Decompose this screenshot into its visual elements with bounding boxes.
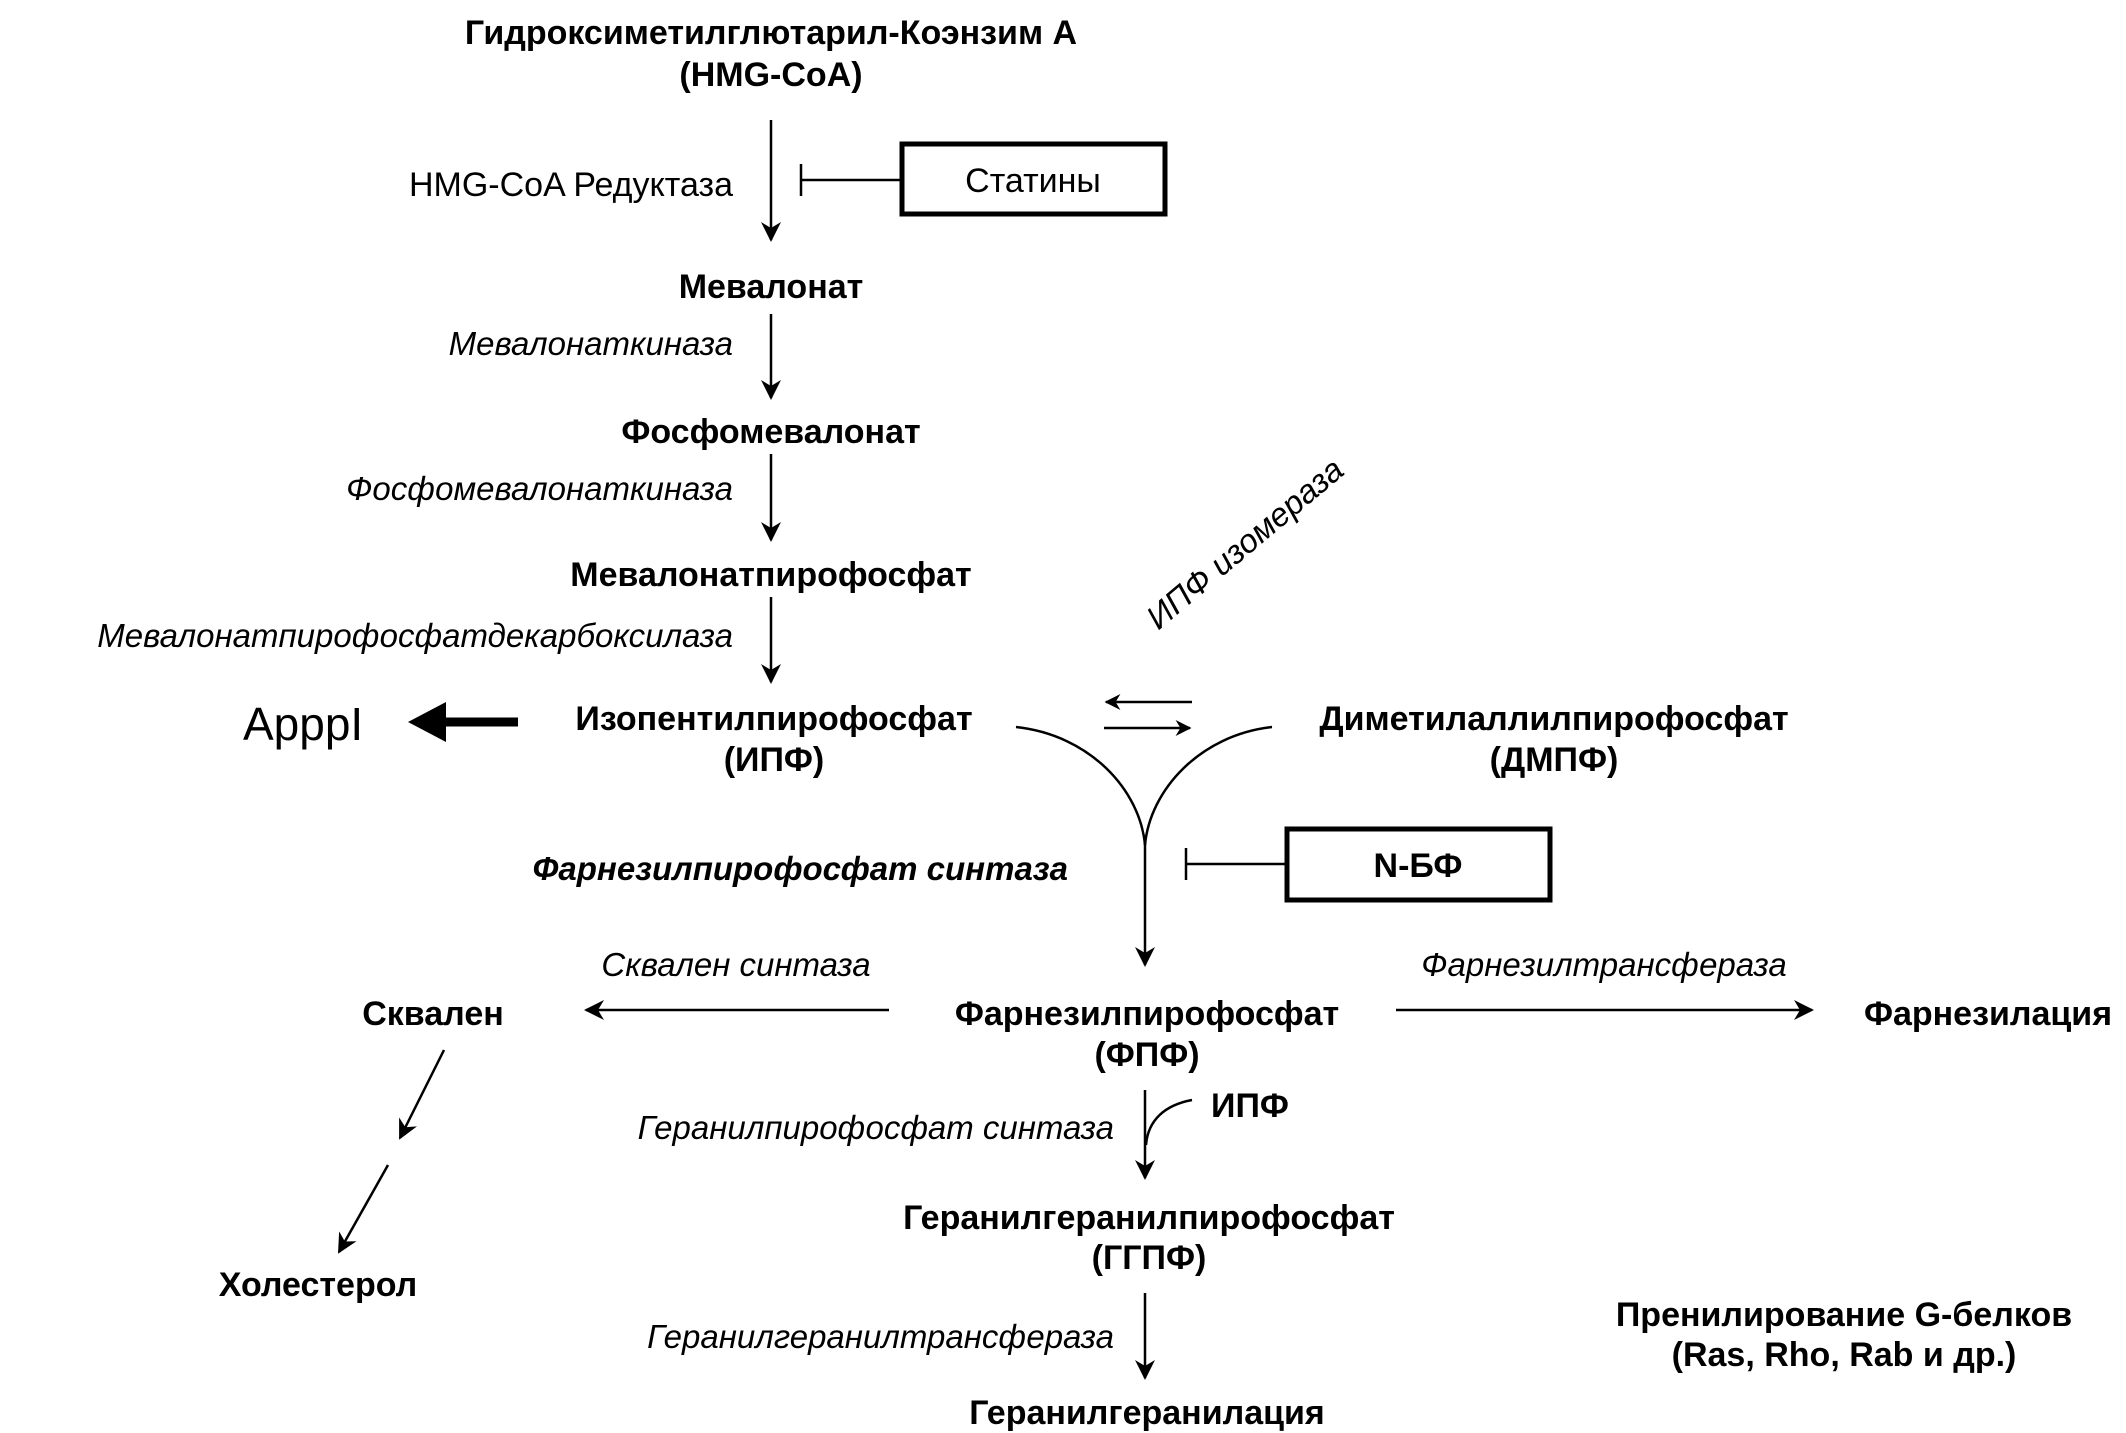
hmg-coa-label: Гидроксиметилглютарил-Коэнзим А — [465, 14, 1077, 52]
enzyme-hmgcoa-reductase: HMG-CoA Редуктаза — [409, 166, 733, 204]
ggpp-abbr: (ГГПФ) — [1092, 1239, 1207, 1277]
enzyme-fpp-synthase: Фарнезилпирофосфат синтаза — [533, 850, 1068, 887]
dmapp-label: Диметилаллилпирофосфат — [1319, 700, 1788, 738]
enzyme-squalene-synthase: Сквален синтаза — [601, 946, 870, 983]
nbp-box — [1284, 826, 1553, 903]
curve-ipp-addition — [1144, 1098, 1193, 1146]
hmg-coa-abbr: (HMG-CoA) — [679, 56, 862, 94]
dmapp-abbr: (ДМПФ) — [1490, 741, 1619, 779]
enzyme-phosphomevalonate-kinase: Фосфомевалонаткиназа — [346, 470, 733, 507]
enzyme-gg-transferase: Геранилгеранилтрансфераза — [647, 1318, 1114, 1355]
enzyme-ipp-isomerase: ИПФ изомераза — [1139, 450, 1350, 636]
arrow-squalene-step2 — [337, 1164, 390, 1254]
arrow-ipp-to-apppi-head — [408, 702, 446, 742]
enzyme-farnesyltransferase: Фарнезилтрансфераза — [1421, 946, 1786, 983]
phosphomevalonate-label: Фосфомевалонат — [621, 413, 920, 451]
enzyme-mpp-decarboxylase: Мевалонатпирофосфатдекарбоксилаза — [97, 617, 733, 654]
prenylation-label: Пренилирование G-белков — [1616, 1296, 2072, 1334]
enzyme-mevalonate-kinase: Мевалонаткиназа — [449, 325, 733, 362]
ipp-abbr: (ИПФ) — [724, 741, 825, 779]
ipp-short-label: ИПФ — [1211, 1087, 1289, 1125]
curve-dmapp-to-fpps — [1143, 725, 1273, 846]
arrow-squalene-step1 — [398, 1049, 446, 1140]
prenylation-examples: (Ras, Rho, Rab и др.) — [1672, 1336, 2017, 1374]
cholesterol-label: Холестерол — [219, 1266, 418, 1304]
nbp-label: N-БФ — [1374, 847, 1463, 885]
curve-ipp-to-fpps — [1015, 725, 1147, 846]
statins-box — [899, 141, 1168, 217]
ipp-label: Изопентилпирофосфат — [575, 700, 972, 738]
statins-label: Статины — [965, 162, 1101, 200]
mevalonate-pyrophosphate-label: Мевалонатпирофосфат — [570, 556, 971, 594]
geranylgeranylation-label: Геранилгеранилация — [969, 1394, 1325, 1432]
apppi-label: ApppI — [243, 698, 363, 750]
squalene-label: Сквален — [362, 995, 504, 1033]
ggpp-label: Геранилгеранилпирофосфат — [903, 1199, 1395, 1237]
farnesylation-label: Фарнезилация — [1864, 995, 2112, 1033]
enzyme-ggpp-synthase: Геранилпирофосфат синтаза — [638, 1109, 1114, 1146]
mevalonate-label: Мевалонат — [679, 268, 864, 306]
fpp-label: Фарнезилпирофосфат — [955, 995, 1339, 1033]
fpp-abbr: (ФПФ) — [1094, 1036, 1199, 1074]
